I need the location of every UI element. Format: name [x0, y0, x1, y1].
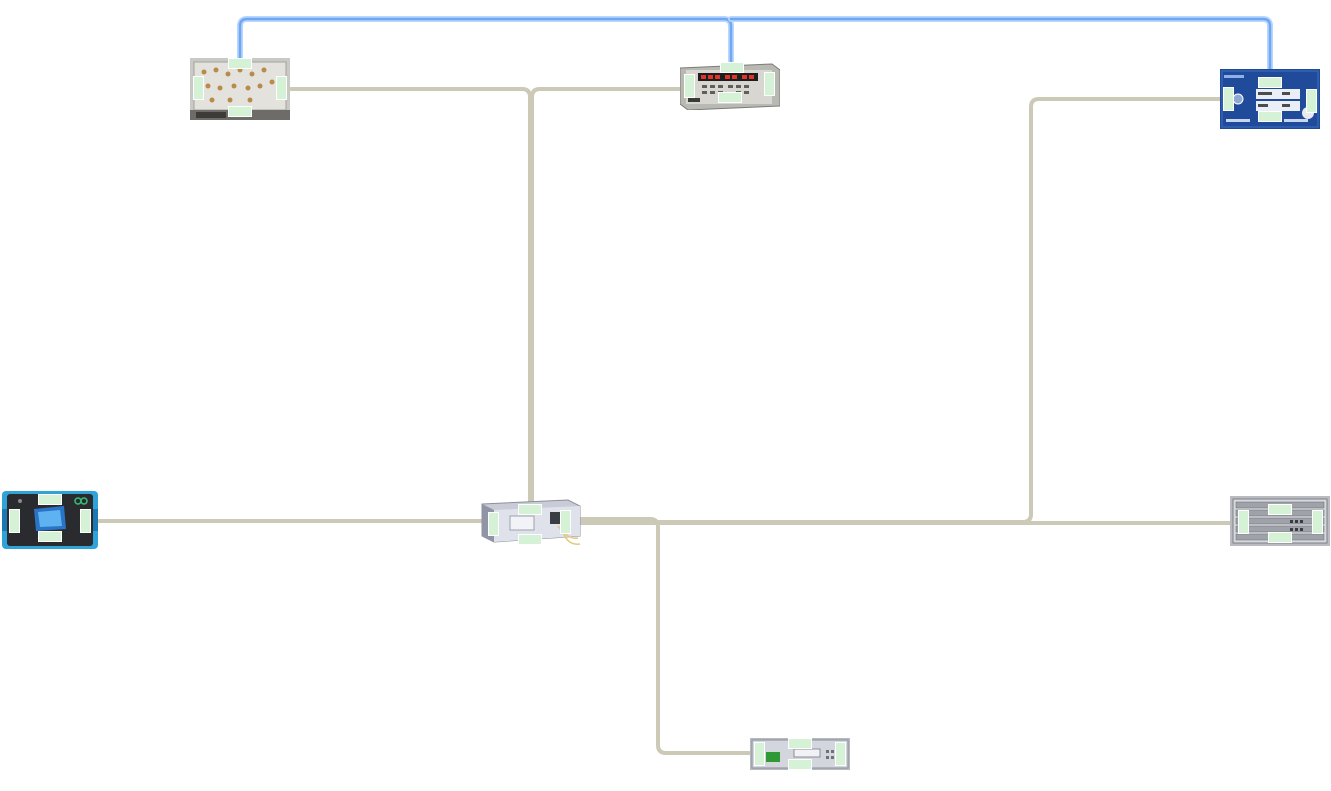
port-top[interactable]	[1268, 504, 1292, 515]
port-bottom[interactable]	[718, 92, 742, 103]
blue-control-unit-device[interactable]	[1220, 69, 1320, 129]
port-right[interactable]	[560, 510, 571, 534]
port-bottom[interactable]	[1258, 111, 1282, 122]
port-right[interactable]	[1312, 510, 1323, 534]
ethernet-links	[84, 87, 1246, 755]
ethernet-link-switch-matrix[interactable]	[280, 87, 532, 508]
management-link-switch-matrix-to-frequency-counter-core	[238, 17, 733, 68]
port-bottom[interactable]	[518, 534, 542, 545]
port-bottom[interactable]	[1268, 532, 1292, 543]
port-bottom[interactable]	[38, 531, 62, 542]
port-top[interactable]	[38, 494, 62, 505]
port-bottom[interactable]	[228, 106, 252, 117]
port-bottom[interactable]	[788, 759, 812, 770]
ethernet-link-frequency-counter[interactable]	[530, 87, 690, 508]
port-left[interactable]	[754, 742, 765, 766]
handheld-analyzer-device[interactable]	[2, 491, 98, 549]
port-right[interactable]	[764, 72, 775, 96]
port-top[interactable]	[788, 738, 812, 749]
central-switch-device[interactable]	[480, 498, 582, 550]
port-right[interactable]	[1306, 89, 1317, 113]
handheld-tester-icon	[2, 491, 98, 549]
port-top[interactable]	[1258, 77, 1282, 88]
port-right[interactable]	[80, 509, 91, 533]
frequency-counter-device[interactable]	[680, 60, 780, 110]
ethernet-link-blue-control-unit[interactable]	[564, 97, 1230, 524]
port-left[interactable]	[1223, 87, 1234, 111]
management-link-switch-matrix-to-frequency-counter[interactable]	[237, 16, 734, 69]
port-top[interactable]	[228, 58, 252, 69]
port-left[interactable]	[488, 512, 499, 536]
ethernet-link-rack-signal-generator[interactable]	[564, 517, 762, 755]
port-left[interactable]	[193, 76, 204, 100]
management-link-frequency-counter-to-blue-control-unit-core	[729, 17, 1272, 82]
port-left[interactable]	[9, 509, 20, 533]
chassis-router-device[interactable]	[1230, 496, 1330, 546]
network-switch-icon	[481, 499, 581, 545]
port-right[interactable]	[835, 742, 846, 766]
port-top[interactable]	[720, 62, 744, 73]
port-top[interactable]	[518, 504, 542, 515]
switch-matrix-device[interactable]	[190, 58, 290, 120]
management-links	[237, 16, 1273, 83]
management-link-frequency-counter-to-blue-control-unit[interactable]	[728, 16, 1273, 83]
port-left[interactable]	[1238, 510, 1249, 534]
port-right[interactable]	[276, 76, 287, 100]
rack-signal-generator-device[interactable]	[750, 738, 850, 770]
port-left[interactable]	[684, 74, 695, 98]
